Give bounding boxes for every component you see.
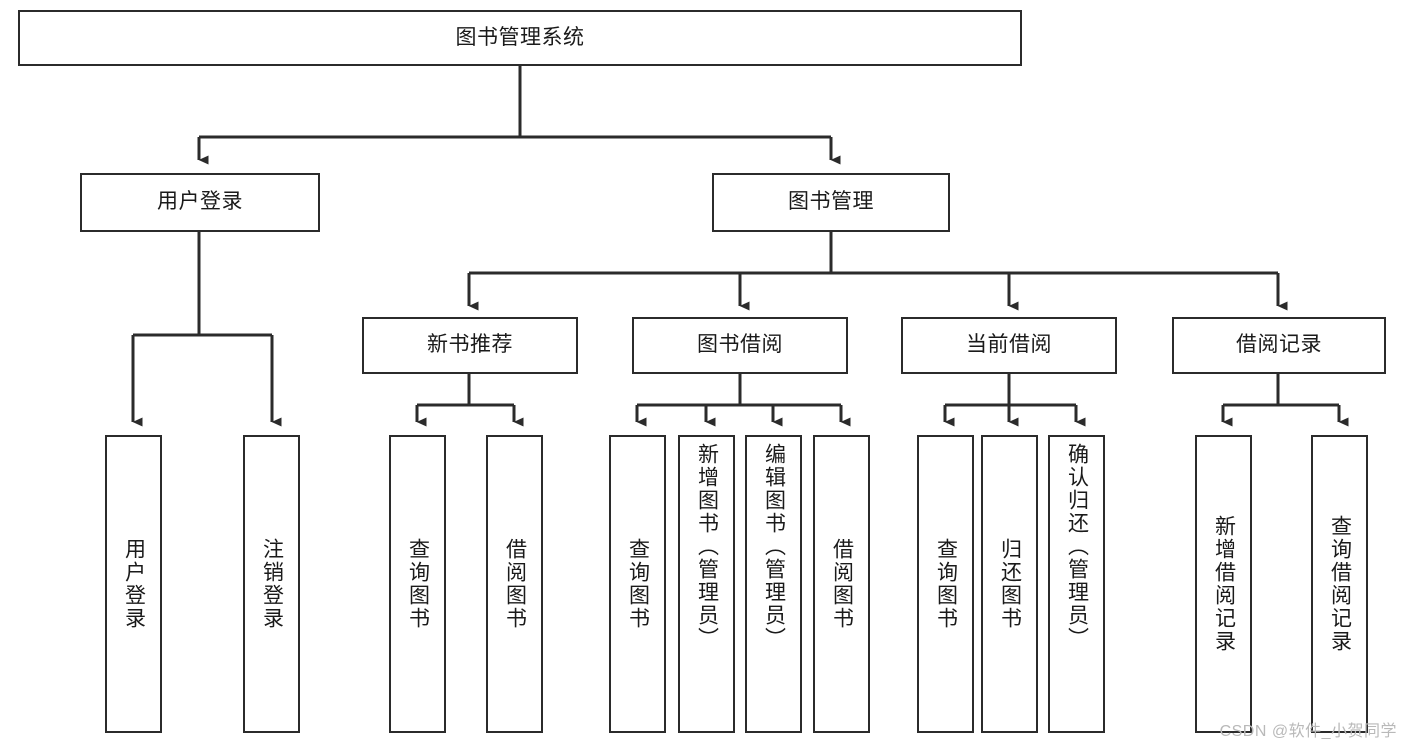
- node-label: 新书推荐: [427, 333, 513, 357]
- node-label: 编辑图书（管理员）: [762, 443, 786, 650]
- node-leaf-query-book-recommend[interactable]: 查询图书: [389, 435, 446, 733]
- node-label: 查询借阅记录: [1328, 515, 1352, 653]
- node-current-borrow[interactable]: 当前借阅: [901, 317, 1117, 374]
- node-label: 查询图书: [934, 538, 958, 630]
- node-label: 用户登录: [122, 538, 146, 630]
- node-leaf-user-login[interactable]: 用户登录: [105, 435, 162, 733]
- node-label: 图书借阅: [697, 333, 783, 357]
- node-label: 新增借阅记录: [1212, 515, 1236, 653]
- node-leaf-logout[interactable]: 注销登录: [243, 435, 300, 733]
- node-label: 新增图书（管理员）: [695, 443, 719, 650]
- node-borrow-record[interactable]: 借阅记录: [1172, 317, 1386, 374]
- node-label: 注销登录: [260, 538, 284, 630]
- node-new-book-recommend[interactable]: 新书推荐: [362, 317, 578, 374]
- node-label: 用户登录: [157, 190, 243, 214]
- node-label: 确认归还（管理员）: [1065, 443, 1089, 650]
- node-label: 查询图书: [626, 538, 650, 630]
- node-leaf-add-borrow-record[interactable]: 新增借阅记录: [1195, 435, 1252, 733]
- node-leaf-edit-book-admin[interactable]: 编辑图书（管理员）: [745, 435, 802, 733]
- node-leaf-borrow-book-recommend[interactable]: 借阅图书: [486, 435, 543, 733]
- node-label: 借阅图书: [503, 538, 527, 630]
- node-label: 归还图书: [998, 538, 1022, 630]
- node-leaf-borrow-book[interactable]: 借阅图书: [813, 435, 870, 733]
- node-leaf-confirm-return-admin[interactable]: 确认归还（管理员）: [1048, 435, 1105, 733]
- node-leaf-query-borrow-record[interactable]: 查询借阅记录: [1311, 435, 1368, 733]
- csdn-watermark: CSDN @软件_小贺同学: [1219, 723, 1397, 740]
- node-root-book-management-system[interactable]: 图书管理系统: [18, 10, 1022, 66]
- node-label: 图书管理: [788, 190, 874, 214]
- node-label: 图书管理系统: [455, 25, 585, 49]
- node-book-borrow[interactable]: 图书借阅: [632, 317, 848, 374]
- node-book-management[interactable]: 图书管理: [712, 173, 950, 232]
- node-label: 借阅图书: [830, 538, 854, 630]
- node-label: 借阅记录: [1236, 333, 1322, 357]
- node-leaf-query-book-borrow[interactable]: 查询图书: [609, 435, 666, 733]
- node-user-login[interactable]: 用户登录: [80, 173, 320, 232]
- node-leaf-add-book-admin[interactable]: 新增图书（管理员）: [678, 435, 735, 733]
- node-leaf-query-book-current[interactable]: 查询图书: [917, 435, 974, 733]
- node-label: 查询图书: [406, 538, 430, 630]
- node-label: 当前借阅: [966, 333, 1052, 357]
- node-leaf-return-book[interactable]: 归还图书: [981, 435, 1038, 733]
